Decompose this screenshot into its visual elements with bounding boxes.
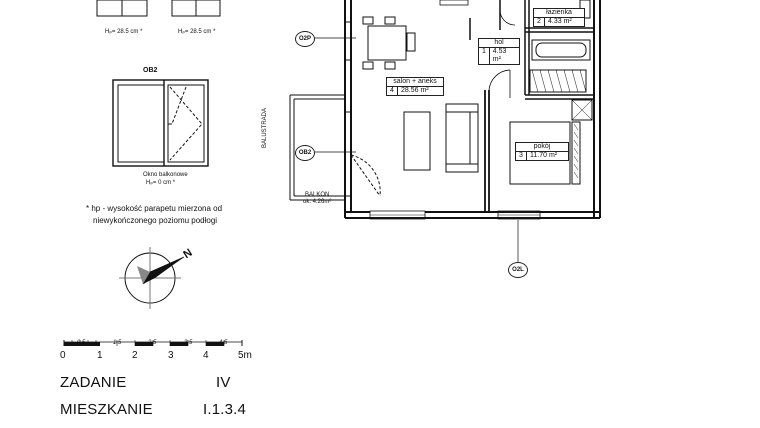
ob2-description: Okno balkonowe bbox=[143, 172, 188, 178]
room-number: 1 bbox=[479, 48, 490, 64]
bed bbox=[509, 121, 571, 185]
window-tag-o2p: O2P bbox=[295, 31, 315, 47]
sofa bbox=[445, 103, 479, 173]
window-tag-o2l: O2L bbox=[508, 262, 528, 278]
room-label-hall: hol 1 4.53 m² bbox=[478, 38, 520, 65]
footnote-line-2: niewykończonego poziomu podłogi bbox=[93, 216, 218, 225]
scale-minor-0-5: 0.5 bbox=[77, 340, 86, 346]
compass-arrow bbox=[137, 256, 185, 285]
scale-label-0: 0 bbox=[60, 350, 66, 361]
room-name: salon + aneks bbox=[387, 78, 443, 87]
scale-label-1: 1 bbox=[97, 350, 103, 361]
balcony-area: ok. 4.26m² bbox=[303, 199, 332, 205]
room-area: 28.56 m² bbox=[401, 87, 429, 94]
scale-minor-4-5: 4.5 bbox=[219, 340, 228, 346]
room-number: 4 bbox=[387, 87, 398, 95]
ob2-height: Hₚ= 0 cm * bbox=[146, 180, 176, 186]
room-label-bathroom: łazienka 2 4.33 m² bbox=[533, 8, 585, 27]
task-value: IV bbox=[216, 374, 231, 391]
room-area: 4.53 m² bbox=[492, 48, 507, 63]
bathtub bbox=[531, 39, 591, 61]
footnote-line-1: * hp - wysokość parapetu mierzona od bbox=[86, 204, 223, 213]
apartment-value: I.1.3.4 bbox=[203, 401, 247, 418]
room-name: pokój bbox=[516, 143, 568, 152]
room-number: 3 bbox=[516, 152, 527, 160]
scale-label-4: 4 bbox=[203, 350, 209, 361]
scale-minor-2-5: 2.5 bbox=[148, 340, 157, 346]
coffee-table bbox=[403, 111, 431, 171]
task-label: ZADANIE bbox=[60, 374, 127, 391]
balcony-name: BALKON bbox=[305, 192, 330, 198]
scale-label-3: 3 bbox=[168, 350, 174, 361]
room-name: hol bbox=[479, 39, 519, 48]
window-w2-height: Hₚ= 28.5 cm * bbox=[178, 29, 216, 35]
scale-minor-3-5: 3.5 bbox=[184, 340, 193, 346]
room-area: 11.70 m² bbox=[530, 152, 558, 159]
ob2-frame bbox=[112, 79, 209, 167]
window-w1-height: Hₚ= 28.5 cm * bbox=[105, 29, 143, 35]
scale-label-5: 5m bbox=[238, 350, 252, 361]
wardrobe bbox=[529, 69, 587, 93]
room-number: 2 bbox=[534, 18, 545, 26]
room-name: łazienka bbox=[534, 9, 584, 18]
dining-table bbox=[367, 25, 407, 61]
apartment-label: MIESZKANIE bbox=[60, 401, 153, 418]
room-label-bedroom: pokój 3 11.70 m² bbox=[515, 142, 569, 161]
balcony-railing: BALUSTRADA bbox=[262, 107, 268, 148]
room-label-living: salon + aneks 4 28.56 m² bbox=[386, 77, 444, 96]
room-area: 4.33 m² bbox=[548, 18, 572, 25]
scale-label-2: 2 bbox=[132, 350, 138, 361]
scale-minor-1-5: 1.5 bbox=[113, 340, 122, 346]
ob2-title: OB2 bbox=[143, 67, 158, 74]
window-tag-ob2: OB2 bbox=[295, 145, 315, 161]
